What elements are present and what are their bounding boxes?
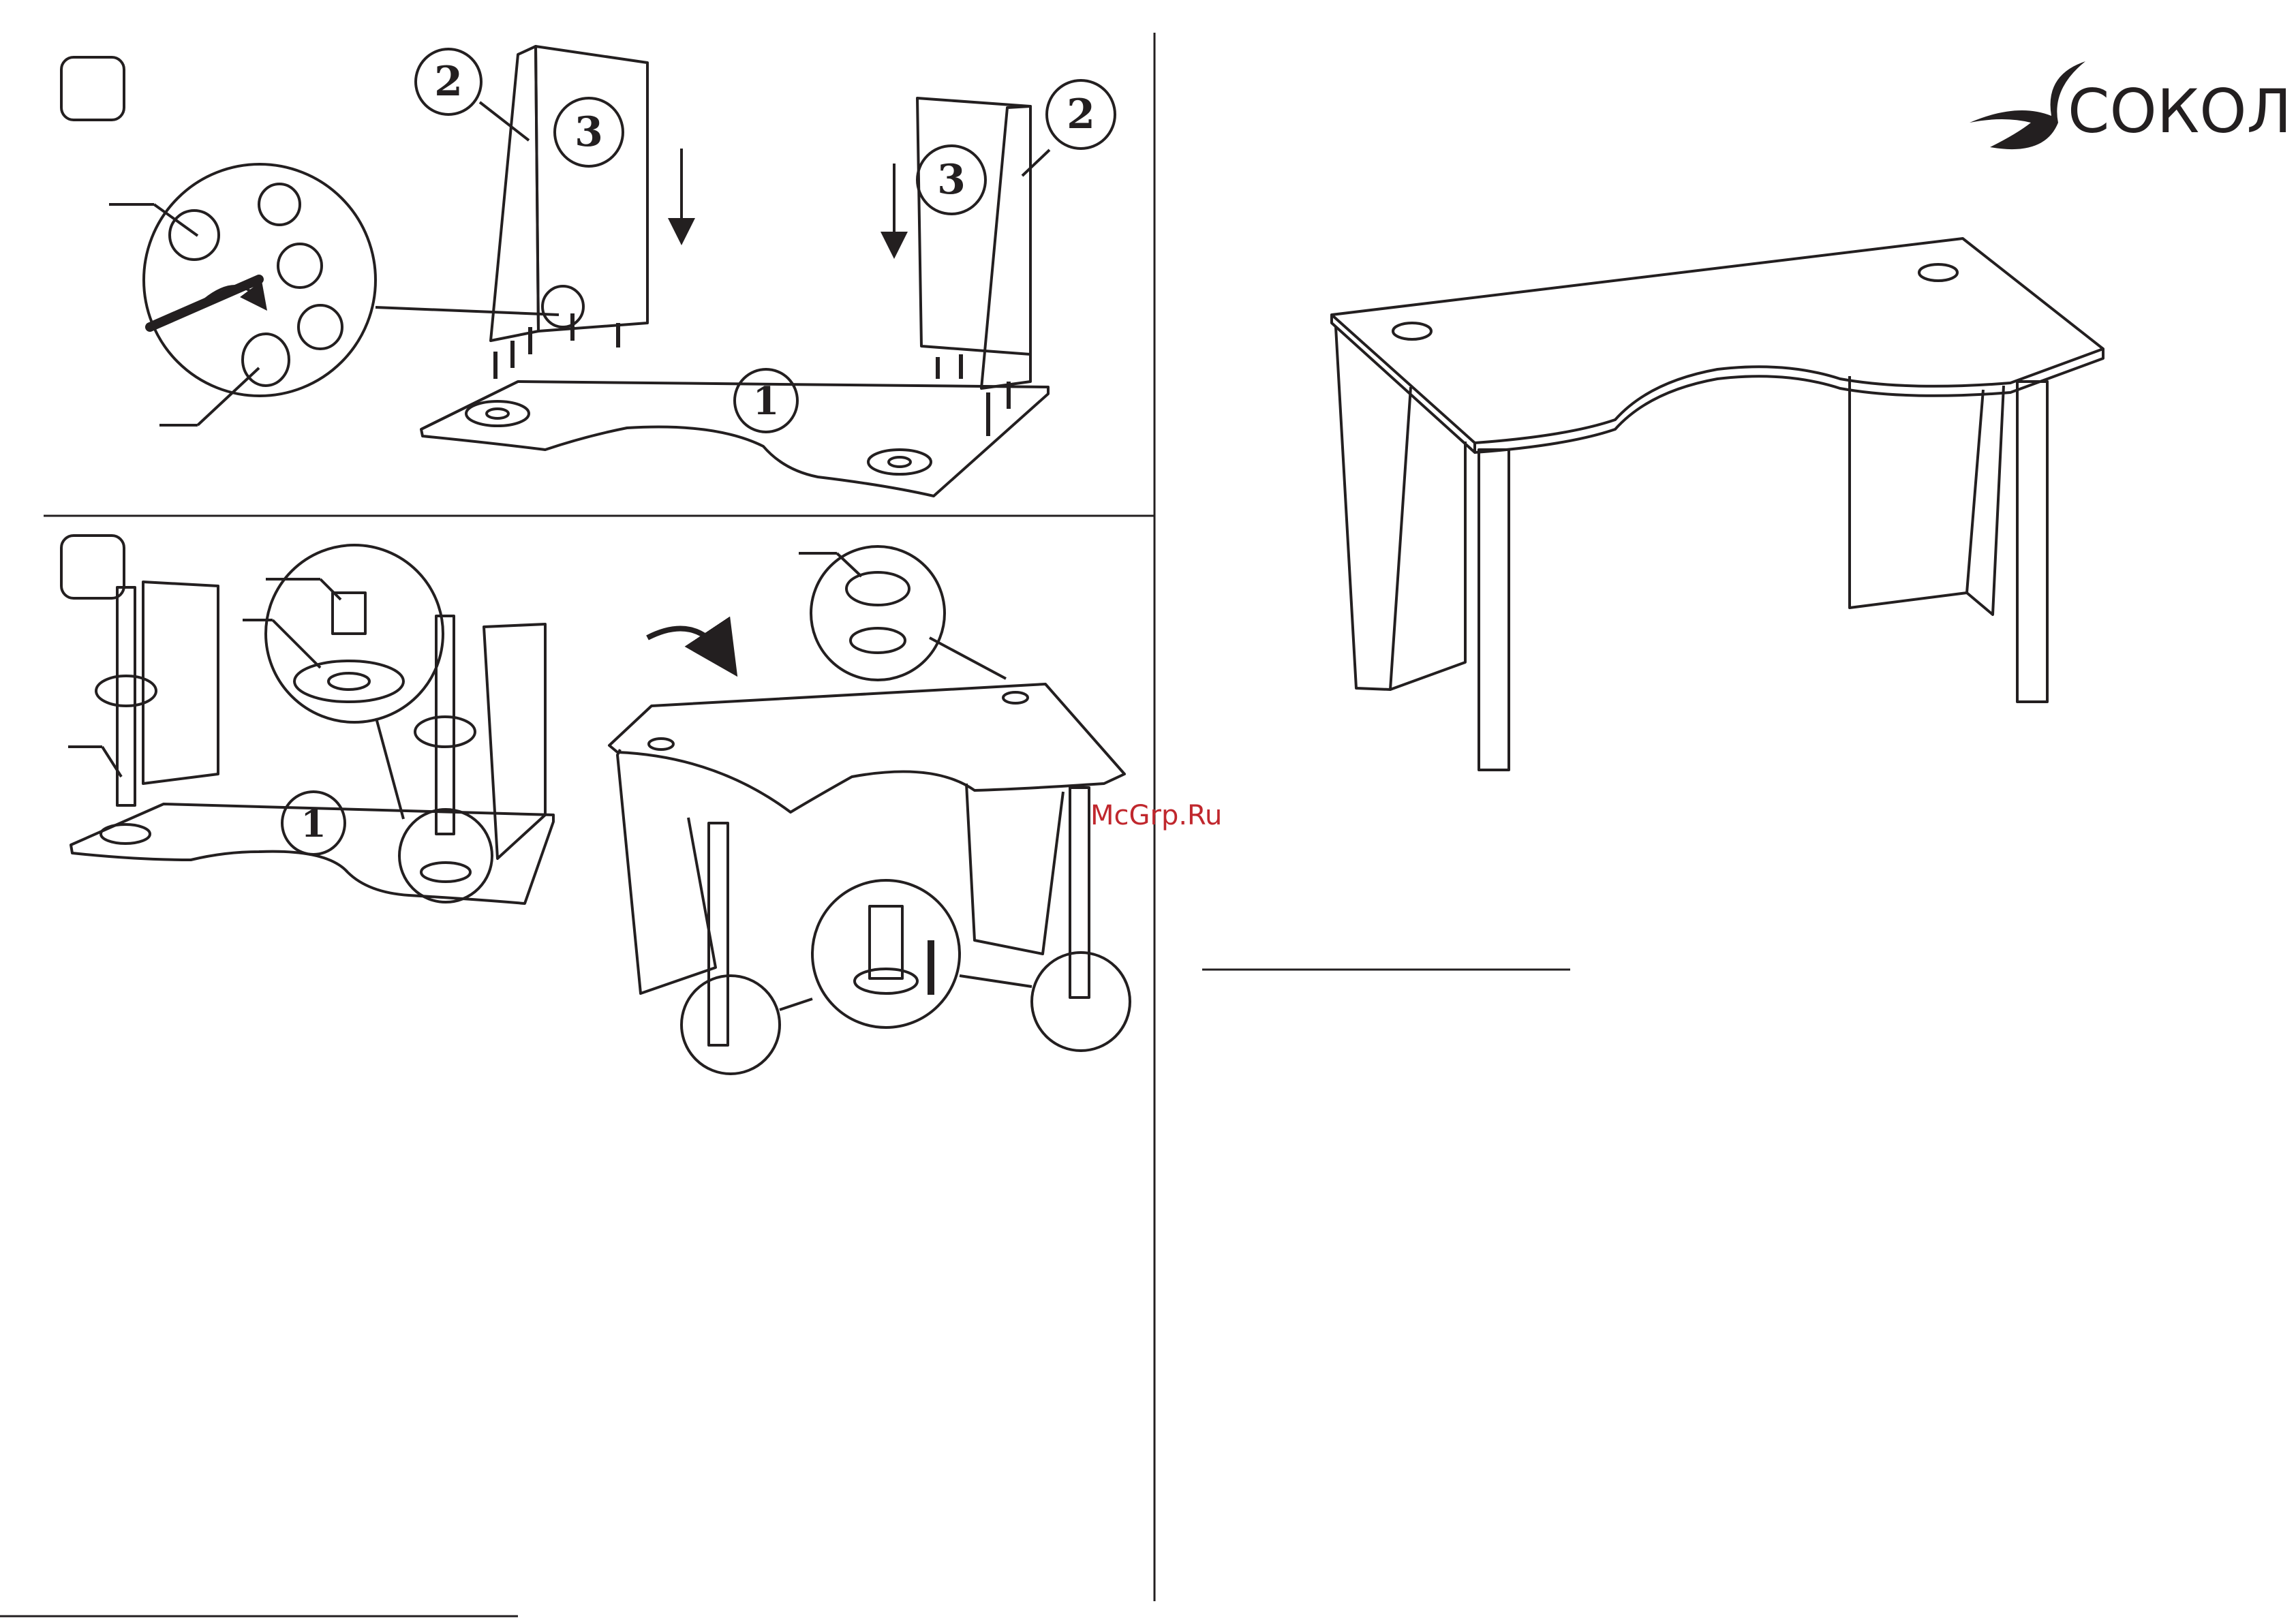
label-front-panel-right: 3	[937, 156, 966, 204]
leg-adjust-callout	[812, 880, 960, 1027]
step-2-box	[61, 536, 124, 598]
label-top-step1: 1	[753, 379, 780, 424]
brand-logo: СОКОЛ	[1970, 61, 2292, 149]
label-side-panel-right: 2	[1067, 91, 1095, 138]
step-1-illustration	[109, 46, 1115, 496]
step-1-box	[61, 57, 124, 120]
side-panel-step2	[143, 582, 218, 784]
front-panel-right	[917, 98, 1030, 354]
label-side-panel-left: 2	[434, 58, 463, 106]
front-left-leg	[1479, 450, 1509, 770]
front-right-leg	[2017, 382, 2047, 702]
label-top-step2: 1	[301, 802, 326, 846]
side-panel-step2-right	[484, 624, 545, 859]
left-leg-panel	[1336, 327, 1411, 690]
right-leg-panel	[1850, 376, 1983, 608]
watermark: McGrp.Ru	[1090, 800, 1222, 831]
assembled-desk	[1332, 238, 2103, 770]
side-panel-left	[491, 46, 538, 341]
step-2-illustration	[68, 545, 553, 903]
cap-callout	[811, 546, 945, 680]
desktop-surface	[1332, 238, 2103, 443]
step-2-table	[609, 546, 1130, 1074]
brand-name: СОКОЛ	[2068, 76, 2292, 146]
label-front-panel-left: 3	[575, 108, 603, 156]
side-panel-right	[981, 106, 1030, 388]
